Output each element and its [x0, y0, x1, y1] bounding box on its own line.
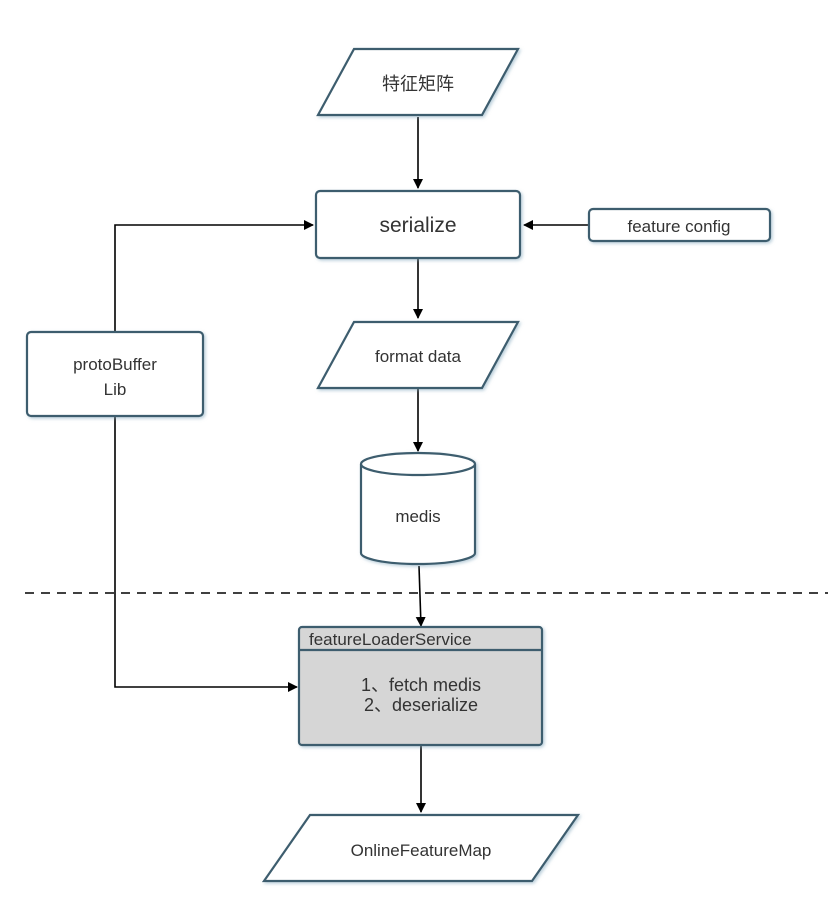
feature-config-label: feature config [627, 217, 730, 236]
serialize-label: serialize [379, 214, 456, 237]
feature-matrix-label: 特征矩阵 [382, 74, 454, 94]
arrow-protobuffer-to-service [114, 416, 298, 692]
service-title: featureLoaderService [309, 630, 472, 649]
protobuffer-label-line2: Lib [104, 380, 127, 399]
arrow-medis-to-service [415, 565, 426, 627]
protobuffer-lib-node: protoBuffer Lib [25, 330, 205, 418]
feature-matrix-node: 特征矩阵 [316, 47, 520, 117]
format-data-label: format data [375, 347, 462, 366]
service-step-1: 1、fetch medis [361, 675, 481, 695]
feature-loader-service-node: featureLoaderService 1、fetch medis 2、des… [297, 625, 544, 747]
arrow-protobuffer-to-serialize [114, 220, 314, 331]
format-data-node: format data [316, 320, 520, 390]
online-feature-map-label: OnlineFeatureMap [351, 841, 492, 860]
online-feature-map-node: OnlineFeatureMap [261, 813, 581, 883]
medis-label: medis [395, 507, 440, 526]
serialize-node: serialize [314, 189, 522, 260]
medis-database-node: medis [359, 451, 477, 566]
protobuffer-label-line1: protoBuffer [73, 355, 157, 374]
service-step-2: 2、deserialize [364, 695, 478, 715]
feature-config-node: feature config [587, 207, 772, 243]
